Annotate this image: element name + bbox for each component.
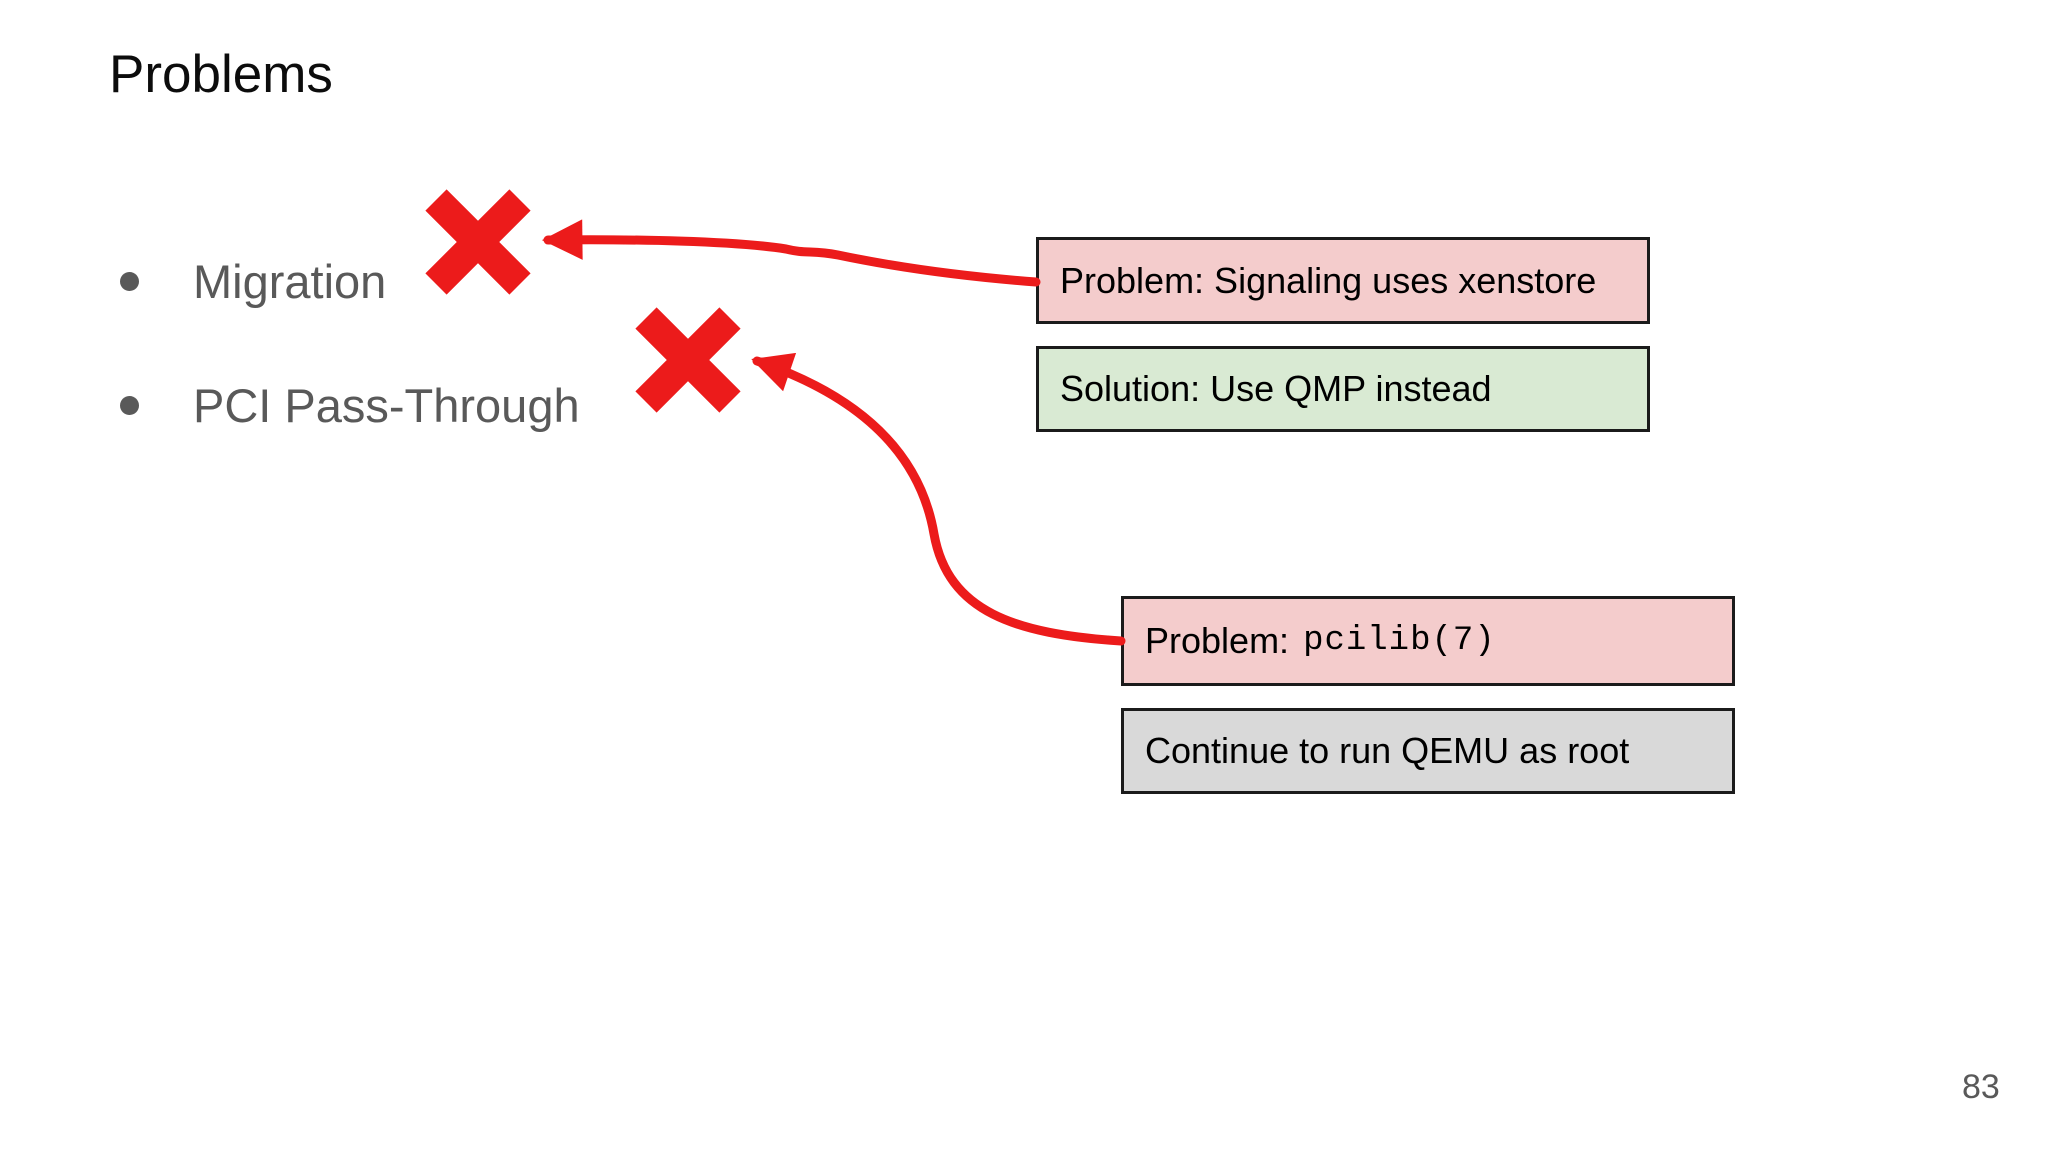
cross-icon-migration xyxy=(425,189,531,295)
bullet-icon xyxy=(120,271,139,291)
cross-icon-pci xyxy=(635,307,741,413)
bullet-icon xyxy=(120,395,139,415)
arrow-migration-problem xyxy=(541,219,1041,287)
callout-text: Solution: Use QMP instead xyxy=(1060,368,1492,409)
list-item-migration: Migration xyxy=(120,252,386,310)
callout-code-text: pcilib(7) xyxy=(1303,622,1496,660)
callout-pci-problem: Problem: pcilib(7) xyxy=(1121,596,1735,686)
page-title: Problems xyxy=(109,45,333,104)
callout-pci-solution: Continue to run QEMU as root xyxy=(1121,708,1735,794)
list-item-label: Migration xyxy=(193,254,387,308)
list-item-pci-passthrough: PCI Pass-Through xyxy=(120,376,580,434)
callout-migration-solution: Solution: Use QMP instead xyxy=(1036,346,1650,432)
callout-text-prefix: Problem: xyxy=(1145,620,1290,661)
callout-text: Continue to run QEMU as root xyxy=(1145,730,1630,771)
callout-text: Problem: Signaling uses xenstore xyxy=(1060,259,1597,301)
list-item-label: PCI Pass-Through xyxy=(193,378,580,432)
page-number: 83 xyxy=(1962,1068,2000,1106)
callout-migration-problem: Problem: Signaling uses xenstore xyxy=(1036,237,1650,324)
